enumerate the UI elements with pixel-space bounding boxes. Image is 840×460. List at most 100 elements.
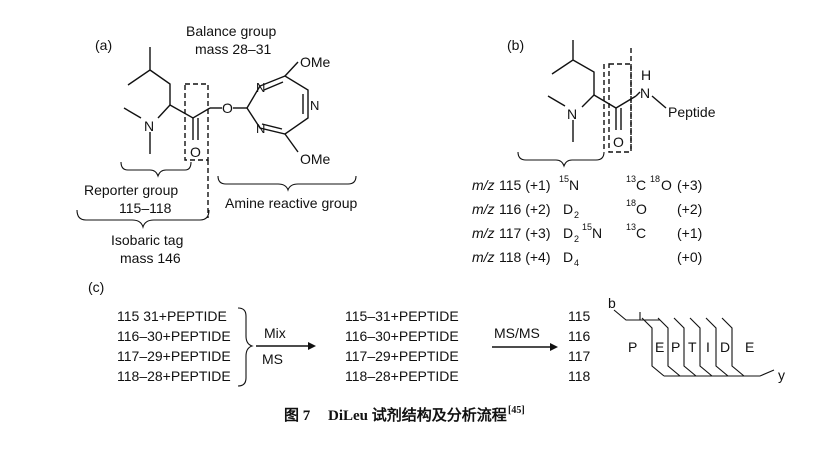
ome-bottom-bond [284,133,299,153]
b-reporter-brace [517,151,605,168]
mass-shift: 115 (+1) [499,177,551,193]
b-alpha-bond [593,94,637,109]
b-peptide-label: Peptide [668,104,716,120]
left-list-item: 116–30+PEPTIDE [117,328,231,344]
panel-c-label: (c) [88,279,104,295]
reporter-brace [120,161,192,178]
residue-letter: P [671,339,680,355]
isotope-element: C [636,225,646,241]
fragmentation-ladder: b y P E P T I D E [608,295,785,383]
isotope-sup: 13 [626,174,636,184]
isotope-element: O [661,177,672,193]
isotope-row: m/z 118 (+4) D 4 (+0) [472,249,702,268]
reporter-mass-label: 115–118 [119,200,172,216]
ome-bottom-label: OMe [300,151,331,167]
isobaric-mass-label: mass 146 [120,250,181,266]
triazine-n1-atom: N [256,80,265,95]
isotope-row: m/z 115 (+1) 15 N 13 C 18 O (+3) [472,174,702,193]
mz-label: m/z [472,225,495,241]
left-list-item: 117–29+PEPTIDE [117,348,231,364]
b-carbonyl-bond [615,108,622,130]
mass-shift: 116 (+2) [499,201,551,217]
isotope-element: N [569,177,579,193]
panel-b: (b) N O N H Peptide m/z 115 (+1) 15 N 13… [472,37,716,268]
figure-caption: 图 7 DiLeu 试剂结构及分析流程 [45] [284,405,525,424]
reporter-group-label: Reporter group [84,182,178,198]
residue-letter: I [706,339,710,355]
reporter-mass: 118 [568,368,591,384]
isotope-element: C [636,177,646,193]
isotope-element: D [563,201,573,217]
mid-list-item: 118–28+PEPTIDE [345,368,459,384]
isotope-row: m/z 116 (+2) D 2 18 O (+2) [472,198,702,220]
caption-title: DiLeu 试剂结构及分析流程 [328,406,507,424]
triazine-double-bonds [261,81,304,130]
residue-letter: E [745,339,754,355]
alpha-carbon-bond [169,104,211,119]
delta-value: (+1) [677,225,702,241]
mix-label: Mix [264,325,286,341]
ome-top-bond [284,61,299,77]
residue-letter: P [628,339,637,355]
isotope-sup: 18 [650,174,660,184]
isotope-sup: 15 [582,222,592,232]
b-amide-bond [635,91,641,97]
isotope-element: D [563,225,573,241]
panel-b-label: (b) [507,37,524,53]
isotope-sub: 2 [574,234,579,244]
mid-list-item: 115–31+PEPTIDE [345,308,459,324]
caption-ref: [45] [508,405,525,416]
delta-value: (+0) [677,249,702,265]
isobaric-tag-label: Isobaric tag [111,232,183,248]
mz-label: m/z [472,201,495,217]
isotope-sub: 4 [574,258,579,268]
balance-group-box [184,83,209,161]
reporter-mass: 116 [568,328,591,344]
triazine-n2-atom: N [256,121,265,136]
panel-a-label: (a) [95,37,112,53]
isotope-sub: 2 [574,210,579,220]
isotope-table: m/z 115 (+1) 15 N 13 C 18 O (+3) m/z 116… [472,174,702,268]
msms-arrowhead [550,343,558,351]
b-amine-n-atom: N [567,106,577,122]
amine-reactive-label: Amine reactive group [225,195,358,211]
isobutyl-chain [127,47,171,105]
residue-letter: D [720,339,730,355]
b-peptide-bond [651,95,667,109]
delta-value: (+2) [677,201,702,217]
isotope-sup: 18 [626,198,636,208]
isobaric-tag-brace [76,209,210,229]
mix-brace [237,307,254,387]
cleavage-marks [641,317,745,377]
b-ion-line [613,309,660,321]
triazine-n3-atom: N [310,98,319,113]
triazine-ring [246,75,309,135]
reporter-mass: 117 [568,348,591,364]
reporter-mass: 115 [568,308,591,324]
isotope-sup: 13 [626,222,636,232]
panel-c: (c) 115 31+PEPTIDE 116–30+PEPTIDE 117–29… [88,279,785,387]
y-ion-line [664,369,775,377]
b-carbonyl-o-atom: O [613,134,624,150]
mid-list-item: 116–30+PEPTIDE [345,328,459,344]
ms-label: MS [262,351,283,367]
carbonyl-bond [192,118,199,140]
b-amide-h-atom: H [641,67,651,83]
amine-n-atom: N [144,118,154,134]
residue-letter: T [688,339,697,355]
b-amide-n-atom: N [640,85,650,101]
ester-o-atom: O [222,100,233,116]
y-ion-label: y [778,367,785,383]
mz-label: m/z [472,249,495,265]
caption-figure-no: 图 7 [284,407,311,424]
mid-list-item: 117–29+PEPTIDE [345,348,459,364]
mass-shift: 118 (+4) [499,249,551,265]
mz-label: m/z [472,177,495,193]
delta-value: (+3) [677,177,702,193]
isotope-row: m/z 117 (+3) D 2 15 N 13 C (+1) [472,222,702,244]
msms-label: MS/MS [494,325,540,341]
isotope-sup: 15 [559,174,569,184]
isotope-element: O [636,201,647,217]
b-amine-bonds [547,94,595,142]
